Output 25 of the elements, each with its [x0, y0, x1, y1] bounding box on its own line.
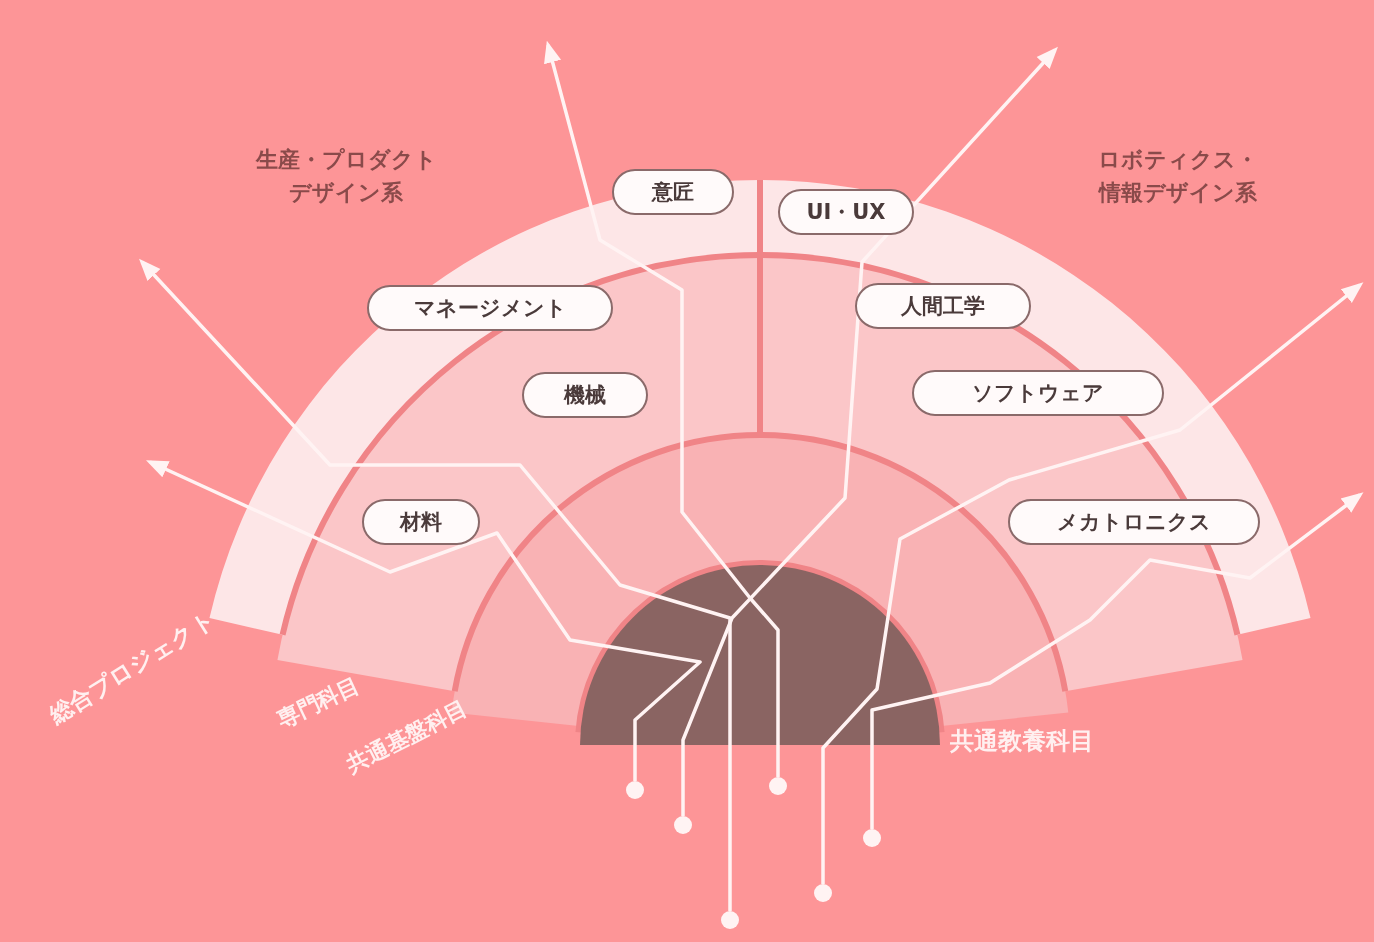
course-pill: 人間工学: [855, 283, 1031, 329]
arrow: [544, 40, 780, 777]
terminal-dot: [769, 777, 787, 795]
terminal-dot: [721, 911, 739, 929]
course-pill: マネージメント: [367, 285, 613, 331]
terminal-dot: [814, 884, 832, 902]
band-label: 総合プロジェクト: [43, 604, 221, 731]
terminal-dot: [863, 829, 881, 847]
terminal-dot: [674, 816, 692, 834]
course-pill: ソフトウェア: [912, 370, 1164, 416]
arrow: [870, 492, 1364, 829]
arrow: [139, 258, 732, 911]
category-heading: 生産・プロダクトデザイン系: [255, 146, 437, 207]
arrow: [821, 282, 1364, 884]
band-label: 専門科目: [272, 671, 365, 735]
arrow: [681, 46, 1058, 816]
course-pill: 意匠: [612, 169, 734, 215]
course-pill: 材料: [362, 499, 480, 545]
course-pill: メカトロニクス: [1008, 499, 1260, 545]
course-pill: UI・UX: [778, 189, 914, 235]
arrow: [146, 460, 702, 781]
band-label: 共通教養科目: [950, 726, 1094, 757]
category-heading: ロボティクス・情報デザイン系: [1097, 146, 1259, 207]
course-pill: 機械: [522, 372, 648, 418]
terminal-dot: [626, 781, 644, 799]
